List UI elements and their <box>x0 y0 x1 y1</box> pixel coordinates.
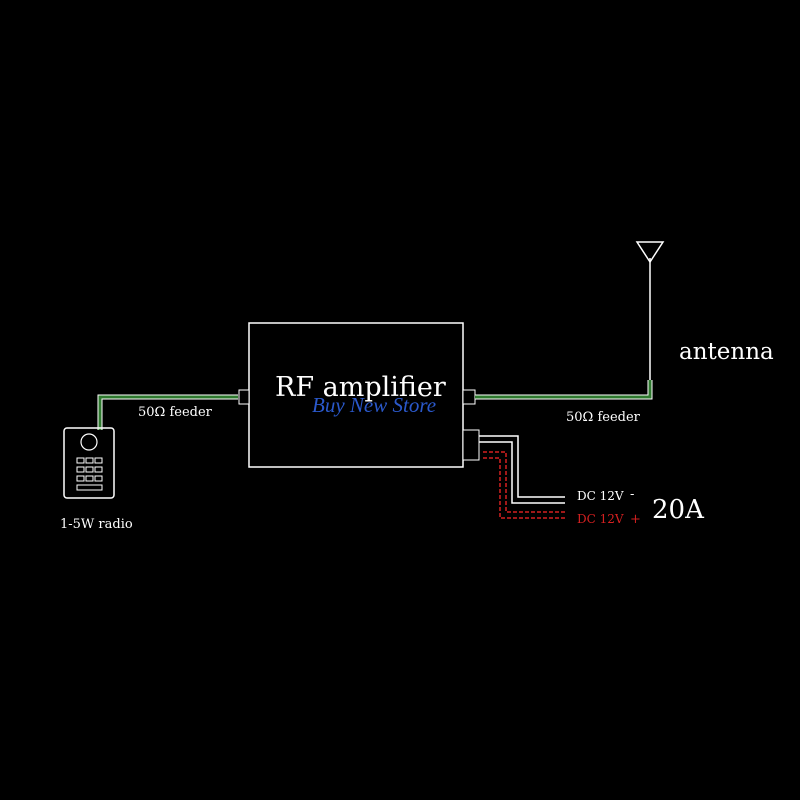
right-feeder-cable <box>475 380 653 400</box>
dc-negative-lead <box>479 435 565 498</box>
right-feeder-core <box>475 380 652 399</box>
power-connector <box>462 429 480 461</box>
antenna-icon <box>635 241 665 264</box>
dc-positive-sign: + <box>630 512 641 527</box>
dc-negative-lead-2 <box>479 441 565 504</box>
amplifier-label: RF amplifier <box>275 372 446 403</box>
left-feeder-core <box>98 395 238 430</box>
output-connector <box>462 389 476 405</box>
dc-negative-sign: - <box>630 487 635 502</box>
antenna-label: antenna <box>679 339 774 365</box>
watermark: Buy New Store <box>312 393 437 417</box>
radio-icon <box>63 427 115 499</box>
dc-positive-lead-2 <box>483 457 565 519</box>
left-feeder-label: 50Ω feeder <box>138 405 212 420</box>
radio-label: 1-5W radio <box>60 517 133 532</box>
dc-negative-label: DC 12V <box>577 489 624 503</box>
dc-positive-label: DC 12V <box>577 512 624 526</box>
current-label: 20A <box>652 495 704 525</box>
right-feeder-label: 50Ω feeder <box>566 410 640 425</box>
input-connector <box>238 389 250 405</box>
